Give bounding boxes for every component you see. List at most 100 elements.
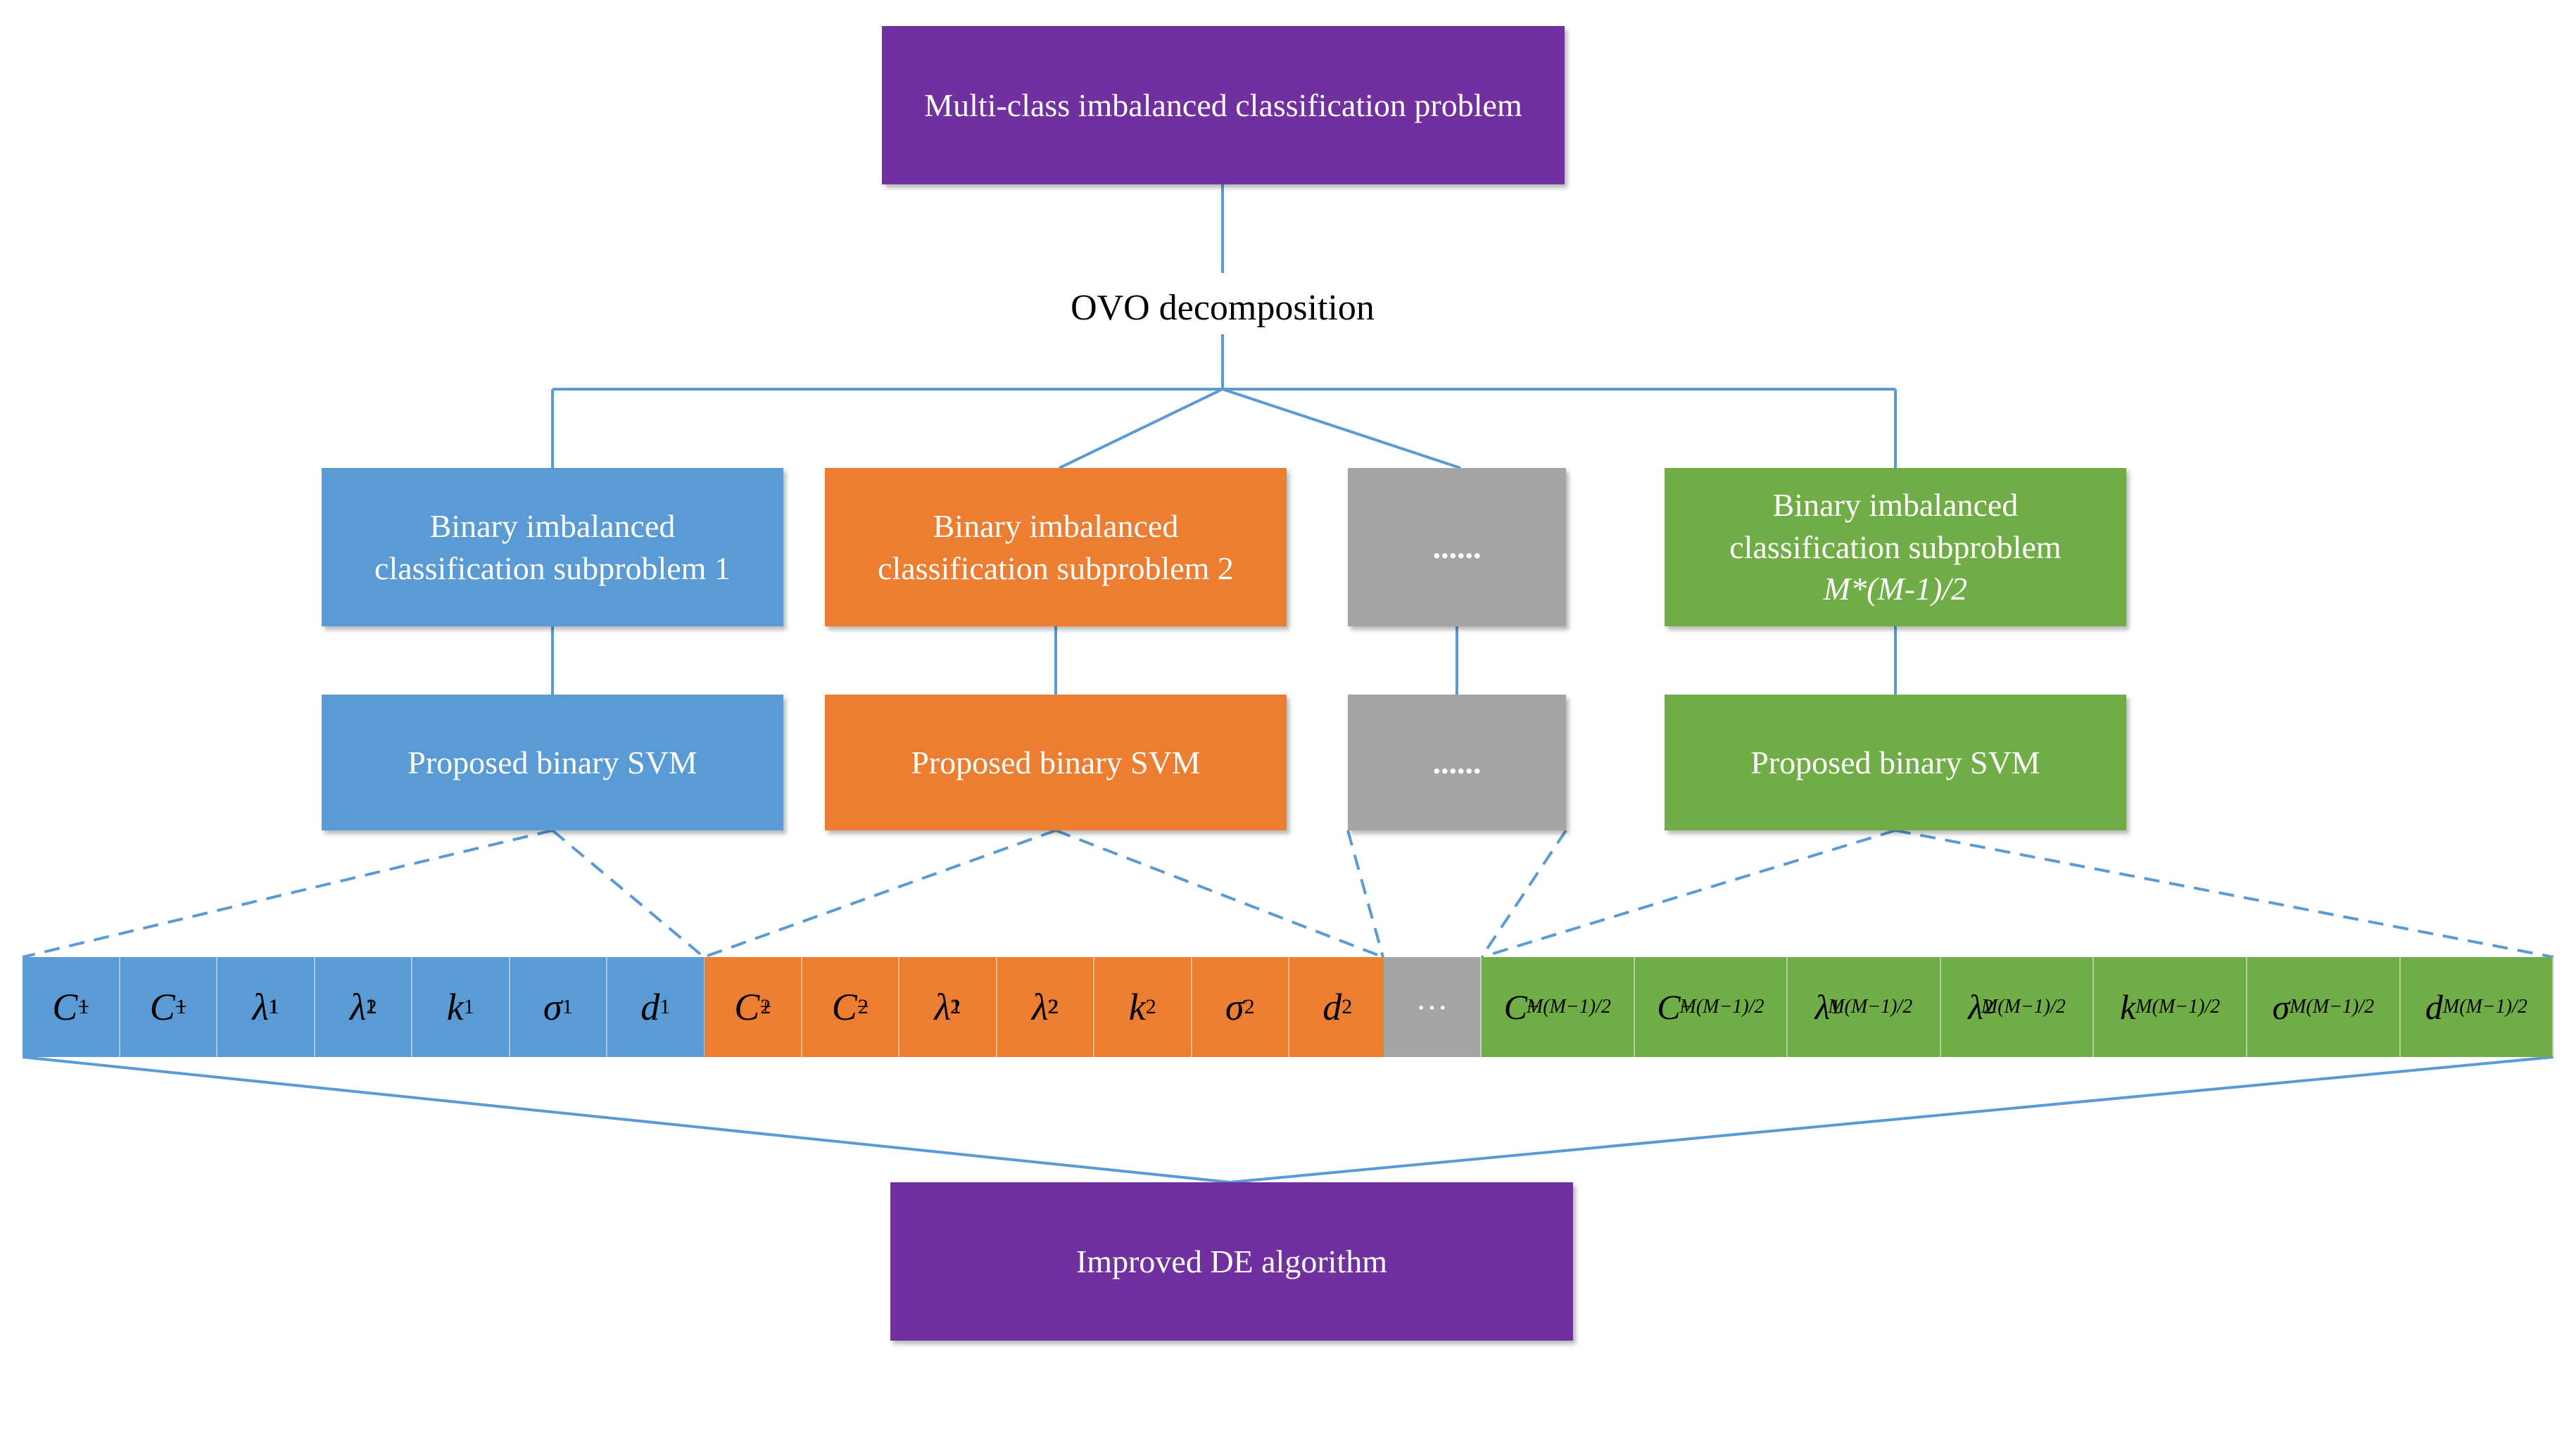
subproblem-last-line-2: classification subproblem: [1729, 529, 2062, 565]
param-symbol: k: [446, 986, 464, 1028]
param-superscript: 1: [659, 995, 671, 1018]
param-symbol: C: [831, 986, 857, 1028]
param-symbol: λ: [1032, 986, 1049, 1028]
svm-box-last: Proposed binary SVM: [1665, 695, 2126, 830]
subproblem-1-box: Binary imbalanced classification subprob…: [322, 468, 783, 626]
param-symbol: σ: [543, 986, 562, 1028]
param-cell-ellipsis: ···: [1384, 957, 1482, 1057]
decomposition-label: OVO decomposition: [1071, 288, 1375, 328]
param-superscript: 2: [949, 995, 961, 1018]
de-algorithm-label: Improved DE algorithm: [1075, 1243, 1387, 1279]
param-cell-1-1: C+1: [23, 957, 120, 1057]
param-symbol: λ: [934, 986, 951, 1028]
param-symbol: σ: [2272, 987, 2290, 1027]
subproblem-last-line-1: Binary imbalanced: [1772, 486, 2019, 523]
param-subscript: +: [77, 995, 90, 1018]
param-subscript: 1: [268, 995, 279, 1018]
param-symbol: d: [2425, 987, 2443, 1027]
param-cell-1-2: C−1: [120, 957, 217, 1057]
param-subscript: 1: [1830, 995, 1841, 1018]
param-cell-3-2: C−M(M−1)/2: [1634, 957, 1788, 1057]
svm-box-last-label: Proposed binary SVM: [1750, 744, 2040, 780]
subproblem-1-line-1: Binary imbalanced: [429, 507, 676, 544]
param-symbol: d: [640, 986, 660, 1028]
param-cell-3-1: C+M(M−1)/2: [1482, 957, 1635, 1057]
svm-box-1: Proposed binary SVM: [322, 695, 783, 830]
param-symbol: C: [1657, 987, 1681, 1027]
param-symbol: λ: [350, 986, 367, 1028]
param-subscript: +: [759, 995, 772, 1018]
param-subscript: 2: [366, 995, 377, 1018]
param-symbol: C: [52, 986, 78, 1028]
svm-box-ellipsis: ......: [1348, 695, 1566, 830]
param-superscript: M(M−1)/2: [2442, 996, 2527, 1018]
param-superscript: 2: [760, 995, 771, 1018]
subproblem-2-line-2: classification subproblem 2: [878, 550, 1234, 586]
param-superscript: 2: [1244, 995, 1255, 1018]
param-symbol: C: [1503, 987, 1528, 1027]
param-superscript: M(M−1)/2: [1679, 996, 1764, 1018]
svm-box-1-label: Proposed binary SVM: [408, 744, 697, 780]
param-superscript: 2: [1341, 995, 1353, 1018]
subproblem-last-line-3: M*(M-1)/2: [1823, 571, 1968, 607]
param-superscript: 1: [267, 995, 279, 1018]
param-symbol: d: [1322, 986, 1342, 1028]
param-superscript: M(M−1)/2: [2135, 996, 2221, 1018]
param-superscript: 1: [78, 995, 89, 1018]
param-superscript: 2: [857, 995, 869, 1018]
param-symbol: σ: [1225, 986, 1244, 1028]
param-superscript: 2: [1145, 995, 1156, 1018]
param-subscript: −: [857, 995, 869, 1018]
param-superscript: 1: [562, 995, 573, 1018]
subproblem-ellipsis: ......: [1432, 529, 1482, 565]
param-symbol: k: [2120, 987, 2136, 1027]
param-subscript: 2: [1983, 995, 1994, 1018]
param-symbol: λ: [252, 986, 269, 1028]
subproblem-1-line-2: classification subproblem 1: [374, 550, 731, 586]
subproblem-last-box: Binary imbalanced classification subprob…: [1665, 468, 2126, 626]
param-superscript: M(M−1)/2: [1981, 996, 2066, 1018]
param-superscript: M(M−1)/2: [2290, 996, 2375, 1018]
svm-box-ellipsis-label: ......: [1432, 744, 1482, 780]
param-superscript: M(M−1)/2: [1828, 996, 1913, 1018]
param-superscript: 1: [175, 995, 187, 1018]
param-symbol: k: [1128, 986, 1146, 1028]
subproblem-ellipsis-box: ......: [1348, 468, 1566, 626]
param-subscript: −: [1680, 995, 1693, 1018]
subproblem-2-box: Binary imbalanced classification subprob…: [825, 468, 1287, 626]
param-superscript: 1: [463, 995, 474, 1018]
svm-box-2: Proposed binary SVM: [825, 695, 1287, 830]
param-symbol: C: [734, 986, 760, 1028]
svm-box-2-label: Proposed binary SVM: [911, 744, 1201, 780]
param-subscript: 1: [950, 995, 961, 1018]
param-superscript: M(M−1)/2: [1526, 996, 1611, 1018]
param-subscript: +: [1527, 995, 1539, 1018]
de-algorithm-box: Improved DE algorithm: [890, 1182, 1573, 1341]
param-subscript: 2: [1048, 995, 1059, 1018]
param-cell-2-2: C−2: [802, 957, 899, 1057]
param-superscript: 2: [1047, 995, 1059, 1018]
subproblem-2-line-1: Binary imbalanced: [933, 507, 1179, 544]
param-subscript: −: [175, 995, 187, 1018]
problem-box: Multi-class imbalanced classification pr…: [882, 26, 1565, 184]
param-superscript: 1: [365, 995, 377, 1018]
param-cell-2-1: C+2: [705, 957, 802, 1057]
param-symbol: λ: [1968, 987, 1983, 1027]
param-symbol: λ: [1814, 987, 1831, 1027]
